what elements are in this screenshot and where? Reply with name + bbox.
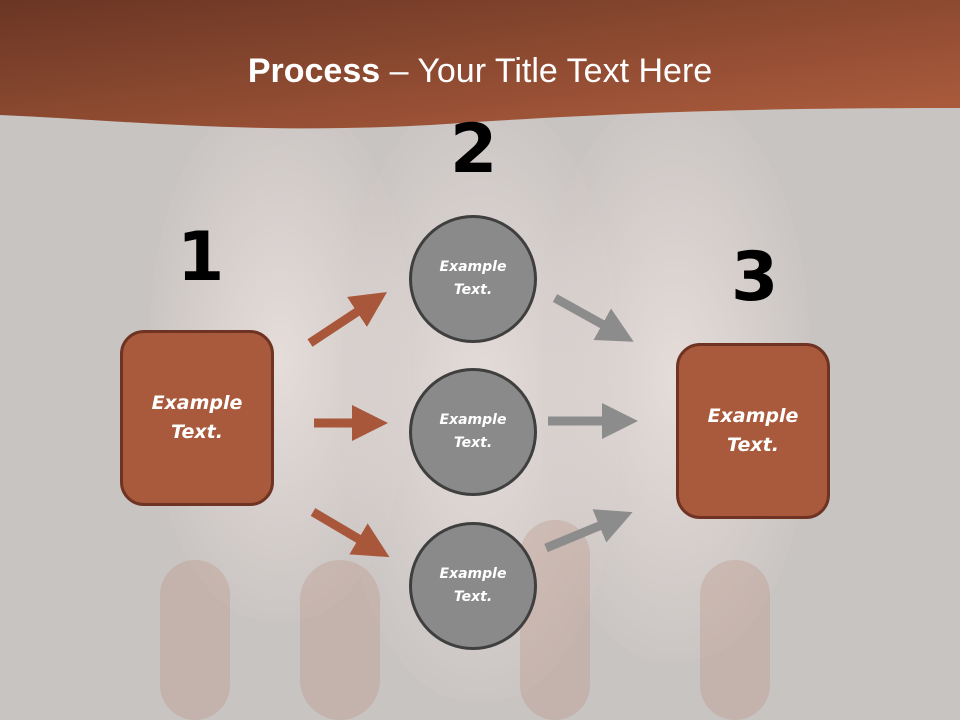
arrow-grey-up-right (544, 509, 633, 553)
step-2-circle-top: Example Text. (409, 215, 537, 343)
step-1-box: Example Text. (120, 330, 274, 506)
arrow-down-right (310, 508, 390, 558)
slide-title: Process – Your Title Text Here (0, 52, 960, 91)
step-3-text: Example Text. (707, 405, 799, 456)
step-2-circle-middle: Example Text. (409, 368, 537, 496)
title-bold: Process (247, 52, 381, 90)
title-rest: – Your Title Text Here (380, 52, 713, 90)
circle-text: Example Text. (439, 412, 507, 451)
circle-text: Example Text. (439, 259, 507, 298)
step-3-box: Example Text. (676, 343, 830, 519)
step-1-text: Example Text. (151, 392, 243, 443)
step-number-1: 1 (177, 218, 225, 297)
step-2-circle-bottom: Example Text. (409, 522, 537, 650)
step-number-2: 2 (450, 110, 498, 189)
circle-text: Example Text. (439, 566, 507, 605)
arrow-grey-down-right (552, 294, 634, 342)
title-banner (0, 0, 960, 129)
step-number-3: 3 (731, 238, 779, 317)
arrow-up-right (307, 292, 388, 347)
